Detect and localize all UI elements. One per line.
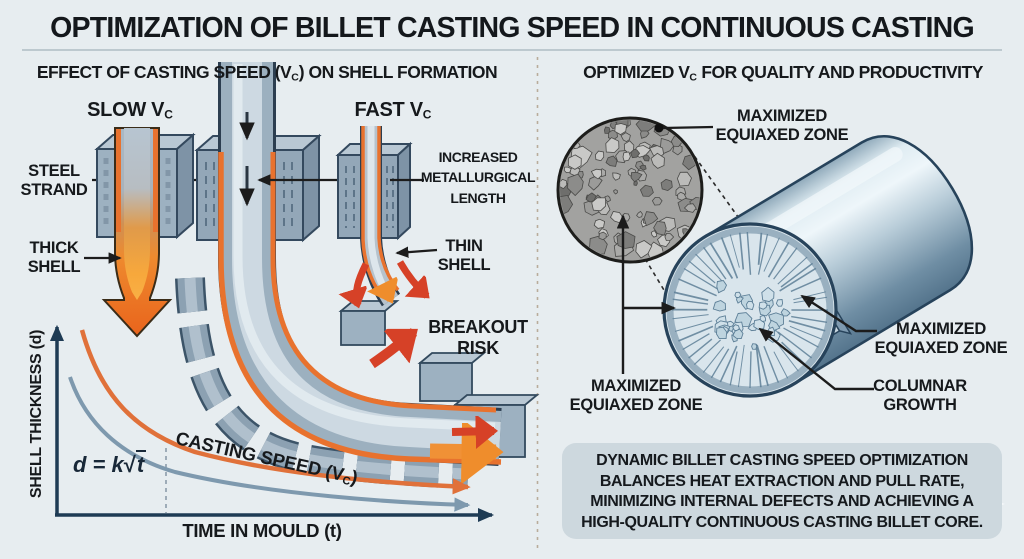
curved-strand-figure [175, 62, 540, 489]
slow-strand-figure [84, 127, 216, 338]
spray-arrow-icon [396, 260, 427, 299]
columnar-growth-label: COLUMNAR GROWTH [873, 377, 967, 414]
molten-edge-inner [270, 152, 497, 413]
equiaxed-zone-top-label: MAXIMIZED EQUIAXED ZONE [715, 107, 849, 144]
columnar-grains-texture [671, 231, 829, 389]
slow-strand-core [124, 128, 150, 300]
left-panel-header: EFFECT OF CASTING SPEED (VC) ON SHELL FO… [36, 62, 498, 84]
fast-strand-figure [335, 126, 438, 369]
shell-thickness-chart [50, 324, 495, 522]
micrograph-grains-texture [560, 120, 700, 260]
strand-highlight [233, 64, 496, 432]
equiaxed-zone-left-label: MAXIMIZED EQUIAXED ZONE [569, 377, 703, 414]
page-title: OPTIMIZATION OF BILLET CASTING SPEED IN … [50, 12, 974, 44]
increased-metallurgical-length-label: INCREASED METALLURGICAL LENGTH [420, 149, 536, 206]
spray-arrow-icon [356, 262, 370, 305]
exit-red-arrow-icon [451, 431, 494, 432]
callout-dot [654, 123, 664, 133]
breakout-risk-label: BREAKOUT RISK [428, 317, 528, 359]
chart-x-axis-label: TIME IN MOULD (t) [182, 520, 342, 541]
micrograph-figure [556, 116, 714, 264]
chart-curve-blue [68, 376, 471, 512]
shell-growth-formula: d = k√t [73, 450, 147, 477]
chart-y-axis-label: SHELL THICKNESS (d) [28, 329, 45, 499]
columnar-growth-arrow-icon [758, 327, 874, 391]
magnifier-dash-line [689, 149, 747, 229]
equiaxed-right-arrow-icon [800, 294, 877, 333]
billet-callout-arrows [616, 214, 877, 391]
steel-strand-label: STEEL STRAND [20, 162, 88, 199]
thin-shell-label: THIN SHELL [437, 237, 491, 274]
right-panel-header: OPTIMIZED VC FOR QUALITY AND PRODUCTIVIT… [583, 62, 983, 84]
callout-line [662, 125, 714, 130]
equiaxed-zone-right-label: MAXIMIZED EQUIAXED ZONE [874, 320, 1008, 357]
title-divider [22, 49, 1002, 51]
thin-shell-arrow-icon [395, 246, 438, 258]
summary-text: DYNAMIC BILLET CASTING SPEED OPTIMIZATIO… [581, 452, 983, 531]
breakout-arrow-icon [369, 328, 414, 369]
summary-box: DYNAMIC BILLET CASTING SPEED OPTIMIZATIO… [562, 443, 1002, 539]
roller-guide-highlight [184, 277, 469, 480]
exit-molten-arrow-icon [429, 451, 496, 452]
fast-vc-label: FAST VC [354, 99, 432, 122]
molten-edge-outer [218, 152, 502, 465]
chart-curve-orange [79, 329, 471, 495]
thick-shell-label: THICK SHELL [27, 239, 81, 276]
fast-strand-tip-arrow-icon [384, 286, 391, 300]
slow-vc-label: SLOW VC [87, 99, 173, 122]
